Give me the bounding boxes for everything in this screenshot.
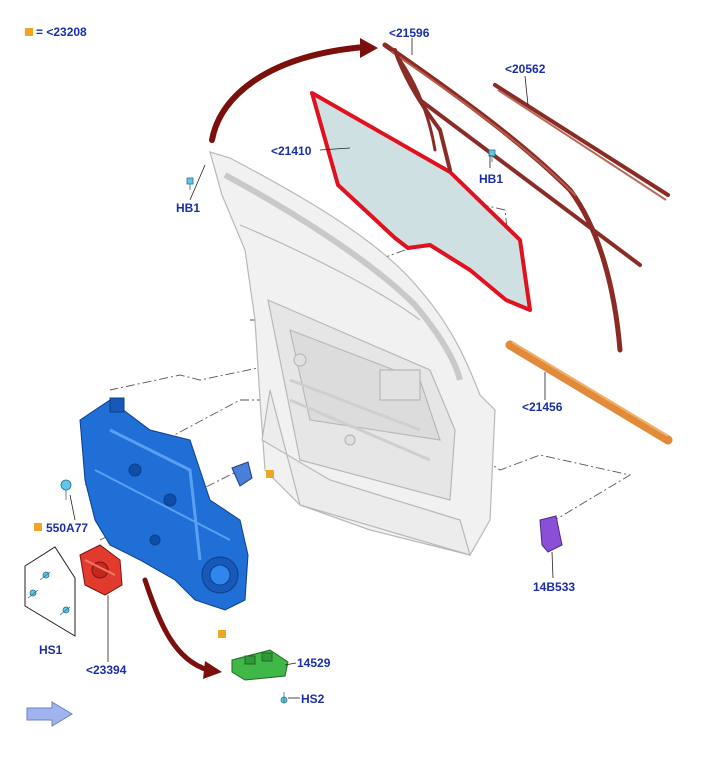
legend-marker	[25, 28, 33, 36]
label-21456[interactable]: <21456	[522, 400, 563, 414]
part-marker	[266, 470, 274, 478]
window-regulator	[79, 397, 249, 611]
inner-belt-weatherstrip	[505, 340, 673, 445]
next-arrow-icon[interactable]	[26, 701, 73, 727]
label-21410[interactable]: <21410	[271, 144, 312, 158]
door-shell	[209, 151, 496, 556]
arrow-icon	[142, 577, 222, 679]
label-23394[interactable]: <23394	[86, 663, 127, 677]
handle-bracket	[231, 461, 253, 487]
glass-run-channel	[382, 42, 642, 353]
label-20562[interactable]: <20562	[505, 62, 546, 76]
label-550a77[interactable]: 550A77	[46, 521, 89, 535]
label-hb1-left[interactable]: HB1	[176, 201, 201, 215]
support-bracket	[539, 515, 563, 553]
label-hs2[interactable]: HS2	[301, 692, 325, 706]
label-hb1-right[interactable]: HB1	[479, 172, 504, 186]
screw-icon	[27, 149, 496, 704]
outer-belt-molding-edge	[497, 89, 667, 201]
legend-text: = <23208	[36, 25, 87, 39]
part-marker	[34, 523, 42, 531]
label-leaders	[69, 38, 554, 699]
door-control-module	[231, 649, 289, 681]
window-glass	[310, 91, 532, 312]
label-21596[interactable]: <21596	[389, 26, 430, 40]
inner-belt-weatherstrip-edge	[511, 341, 669, 437]
regulator-motor	[79, 544, 123, 596]
arrow-icon	[209, 38, 378, 143]
part-marker	[218, 630, 226, 638]
label-14b533[interactable]: 14B533	[533, 580, 576, 594]
fastener-set-bracket	[24, 546, 76, 637]
label-14529[interactable]: 14529	[297, 656, 331, 670]
label-hs1[interactable]: HS1	[39, 643, 63, 657]
outer-belt-molding	[493, 83, 670, 197]
